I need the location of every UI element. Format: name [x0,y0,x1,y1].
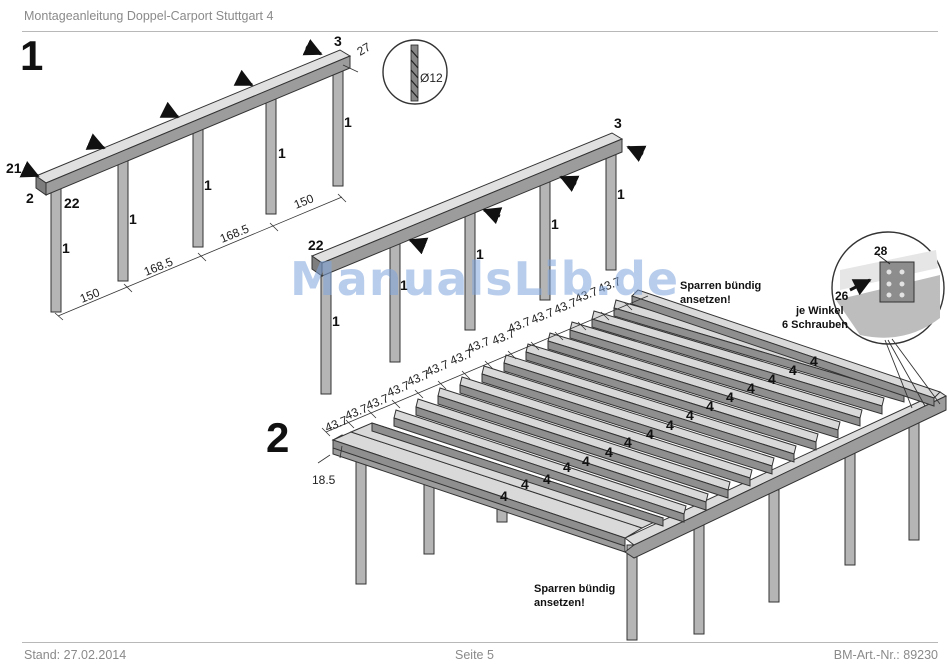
label-part-1: 1 [400,277,408,293]
label-part-22: 22 [64,195,80,211]
label-part-3: 3 [614,115,622,131]
label-part-22: 22 [308,237,324,253]
drill-diameter-label: Ø12 [420,71,443,85]
label-part-1: 1 [551,216,559,232]
note-flush-top-line2: ansetzen! [680,294,731,306]
step-number-2: 2 [266,414,290,461]
post [265,91,277,215]
footer-article-number: BM-Art.-Nr.: 89230 [833,648,938,662]
label-part-4: 4 [582,453,590,469]
note-flush-bottom-line1: Sparren bündig [534,583,615,595]
note-angle-line2: 6 Schrauben [782,319,848,331]
label-part-4: 4 [563,459,571,475]
label-part-4: 4 [624,434,632,450]
post [192,119,204,248]
label-part-4: 4 [605,444,613,460]
label-part-1: 1 [278,145,286,161]
post [332,63,344,187]
label-part-21: 21 [6,160,22,176]
part-labels: 3 1 1 1 1 1 21 2 22 3 1 1 1 1 1 22 28 26… [6,33,888,504]
label-part-4: 4 [646,426,654,442]
label-part-4: 4 [521,476,529,492]
watermark: ManualsLib.de [290,252,680,306]
dim-18-5: 18.5 [312,473,336,487]
label-part-4: 4 [789,362,797,378]
label-part-1: 1 [344,114,352,130]
dim-27: 27 [355,40,374,59]
step-number-1: 1 [20,32,44,79]
dim-168-5: 168.5 [142,254,175,278]
angle-bracket-detail [831,231,945,409]
header-divider [22,31,938,32]
footer-date: Stand: 27.02.2014 [24,648,127,662]
step1-dimension-line [54,64,359,321]
label-part-1: 1 [204,177,212,193]
step2-rafters [331,289,941,547]
label-part-4: 4 [686,407,694,423]
dim-43-7: 43.7 [506,314,533,336]
step1-screw-arrows [19,38,323,178]
dim-43-7: 43.7 [424,357,451,379]
label-part-26: 26 [835,289,849,303]
step1-frame [34,49,352,313]
label-part-4: 4 [666,417,674,433]
step2-back-frame [310,132,624,395]
post [117,154,129,282]
note-labels: Sparren bündig ansetzen! Sparren bündig … [420,71,848,609]
note-flush-top-line1: Sparren bündig [680,280,761,292]
dim-150: 150 [78,285,102,306]
label-part-4: 4 [747,380,755,396]
dim-43-7: 43.7 [465,334,492,356]
dim-43-7: 43.7 [529,305,556,327]
label-part-4: 4 [500,488,508,504]
label-part-1: 1 [62,240,70,256]
dim-150: 150 [292,191,316,212]
label-part-2: 2 [26,190,34,206]
label-part-1: 1 [476,246,484,262]
label-part-4: 4 [706,398,714,414]
label-part-28: 28 [874,244,888,258]
note-angle-line1: je Winkel [795,305,844,317]
label-part-3: 3 [334,33,342,49]
drill-bit-icon [382,39,448,105]
footer-page: Seite 5 [455,648,494,662]
footer-divider [22,642,938,643]
label-part-1: 1 [129,211,137,227]
step2-rafter-dimension-line [317,295,649,464]
label-part-4: 4 [810,353,818,369]
label-part-4: 4 [768,371,776,387]
label-part-4: 4 [543,471,551,487]
label-part-1: 1 [332,313,340,329]
post [50,185,62,313]
label-part-4: 4 [726,389,734,405]
label-part-1: 1 [617,186,625,202]
note-flush-bottom-line2: ansetzen! [534,597,585,609]
document-title: Montageanleitung Doppel-Carport Stuttgar… [24,9,274,23]
step2-screw-arrows [408,145,647,255]
